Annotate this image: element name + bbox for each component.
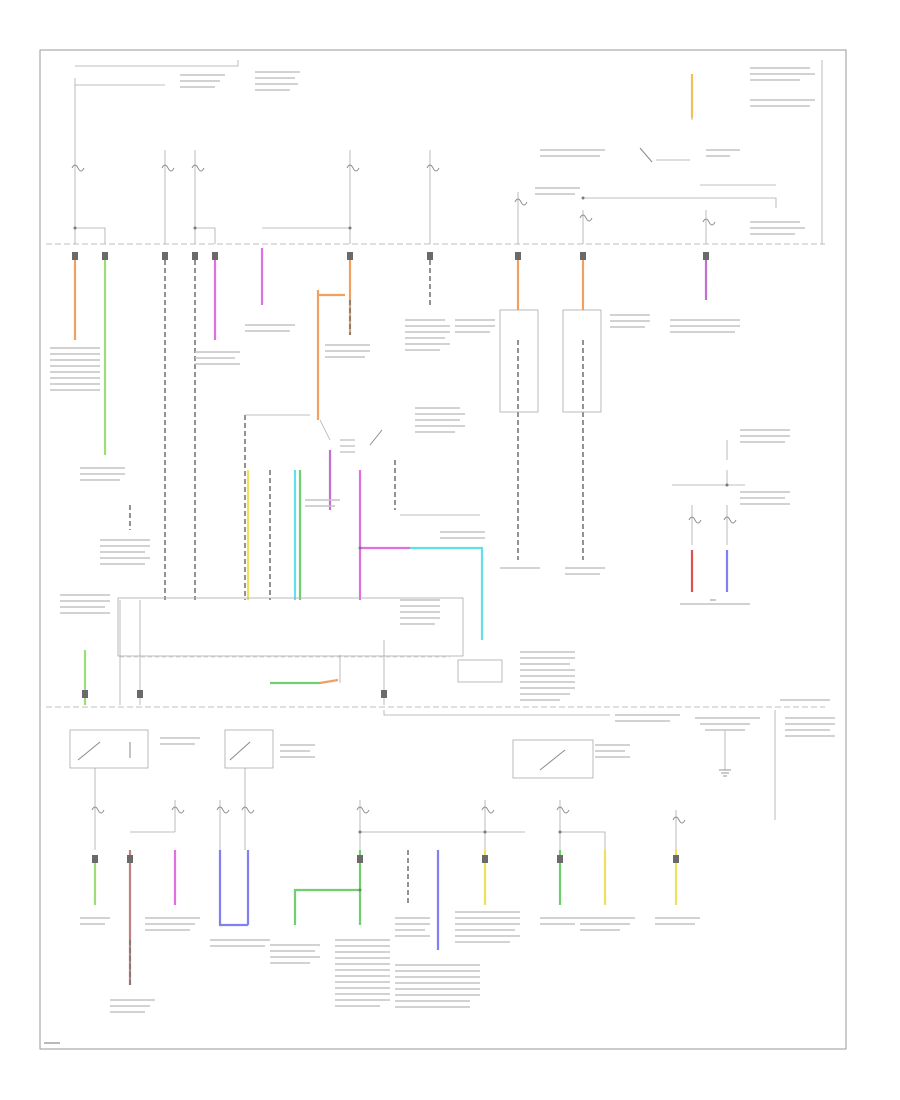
junction-dots — [73, 196, 729, 892]
connector-pins — [72, 252, 709, 863]
dashed-grey-wires — [129, 252, 584, 600]
colored-wires-upper — [73, 74, 708, 455]
control-module-box — [117, 597, 464, 657]
colored-wires-middle — [83, 450, 729, 705]
switch-box-right — [512, 739, 594, 779]
lower-dashed-wires — [129, 850, 409, 985]
wire-orange-3 — [316, 290, 345, 420]
component-boxes — [69, 309, 602, 779]
relay-box-right — [562, 309, 602, 413]
relay-box-left — [499, 309, 539, 413]
wire-cyan-2 — [410, 546, 484, 640]
sensor-box — [457, 659, 503, 683]
wire-green-3 — [293, 888, 360, 925]
fuse-symbols — [71, 164, 737, 824]
wire-blue-1 — [218, 850, 248, 927]
diagram-frame — [39, 49, 847, 1050]
switch-box-mid — [224, 729, 274, 769]
middle-grey-wires — [119, 414, 745, 716]
wire-orange-6 — [319, 678, 339, 685]
lower-grey-wires — [94, 710, 776, 850]
top-feed-wires — [74, 60, 823, 244]
switch-contacts — [77, 147, 653, 771]
ground-symbols — [710, 599, 731, 777]
switch-box-left — [69, 729, 149, 769]
illegible-text-marks — [50, 67, 835, 1013]
